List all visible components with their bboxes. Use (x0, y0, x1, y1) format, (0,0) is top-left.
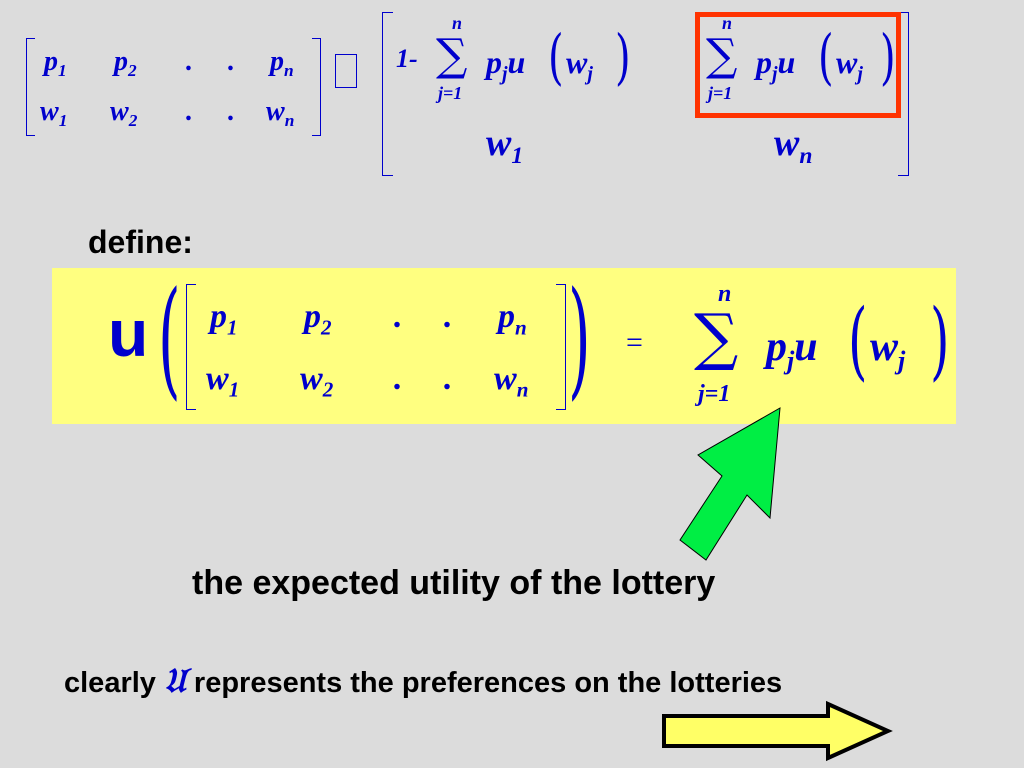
sum1-w: wj (566, 44, 593, 85)
def-dot-3: . (394, 360, 403, 397)
utility-function-symbol: u (108, 296, 149, 370)
sum1-lower: j=1 (438, 83, 463, 103)
top-wn: wn (266, 96, 295, 131)
footer-line: clearly 𝔘 represents the preferences on … (64, 664, 782, 698)
highlighted-sum-box (695, 12, 901, 118)
sum1-paren-left: ( (548, 23, 564, 93)
top-dot-4: . (228, 96, 235, 127)
def-dot-4: . (444, 360, 453, 397)
equals-sign: = (626, 326, 643, 359)
footer-suffix: represents the preferences on the lotter… (193, 667, 783, 699)
def-dot-2: . (444, 298, 453, 335)
sum2-term: pju (756, 44, 796, 85)
sum2-upper: n (722, 13, 733, 33)
definition-box (52, 268, 956, 424)
sum1-term: pju (486, 44, 526, 85)
top-matrix-left-bracket (26, 38, 35, 136)
sum2-lower: j=1 (708, 83, 733, 103)
def-sum-upper: n (718, 281, 732, 307)
sum1-sigma: ∑ (436, 30, 468, 81)
green-arrow-icon (679, 407, 781, 561)
def-outer-paren-left: ( (158, 263, 181, 413)
def-paren-right: ) (930, 291, 950, 390)
top-pn: pn (270, 46, 294, 81)
def-w1: w1 (206, 360, 240, 402)
one-minus: 1- (396, 44, 418, 73)
def-sum-sigma: ∑ (694, 300, 739, 373)
def-sum-w: wj (870, 324, 906, 376)
def-matrix-right-bracket (556, 284, 566, 410)
top-dot-2: . (228, 46, 235, 77)
def-w2: w2 (300, 360, 334, 402)
top-w2: w2 (110, 96, 138, 131)
def-p1: p1 (210, 298, 238, 340)
result-left-bracket (382, 12, 393, 176)
result-wn: wn (774, 122, 813, 170)
sum1-paren-right: ) (615, 23, 631, 93)
top-dot-3: . (186, 96, 193, 127)
def-sum-term: pju (766, 324, 818, 376)
def-p2: p2 (304, 298, 332, 340)
top-dot-1: . (186, 46, 193, 77)
fraktur-u-symbol: 𝔘 (163, 661, 186, 701)
def-pn: pn (498, 298, 527, 340)
def-wn: wn (494, 360, 529, 402)
sum2-sigma: ∑ (706, 30, 738, 81)
result-w1: w1 (486, 122, 524, 170)
top-p1: p1 (44, 46, 67, 81)
footer-prefix: clearly (64, 667, 156, 699)
caption-text: the expected utility of the lottery (192, 564, 716, 602)
def-matrix-left-bracket (186, 284, 196, 410)
top-matrix-right-bracket (312, 38, 321, 136)
sum2-paren-left: ( (818, 23, 834, 93)
sum2-paren-right: ) (880, 23, 896, 93)
missing-glyph-icon (335, 54, 357, 88)
def-outer-paren-right: ) (568, 263, 591, 413)
sum2-w: wj (836, 44, 863, 85)
def-dot-1: . (394, 298, 403, 335)
result-right-bracket (898, 12, 909, 176)
top-p2: p2 (114, 46, 137, 81)
top-w1: w1 (40, 96, 68, 131)
sum1-upper: n (452, 13, 463, 33)
define-label: define: (88, 224, 193, 260)
def-sum-lower: j=1 (698, 381, 731, 407)
def-paren-left: ( (848, 291, 868, 390)
yellow-right-arrow-icon[interactable] (660, 700, 894, 762)
